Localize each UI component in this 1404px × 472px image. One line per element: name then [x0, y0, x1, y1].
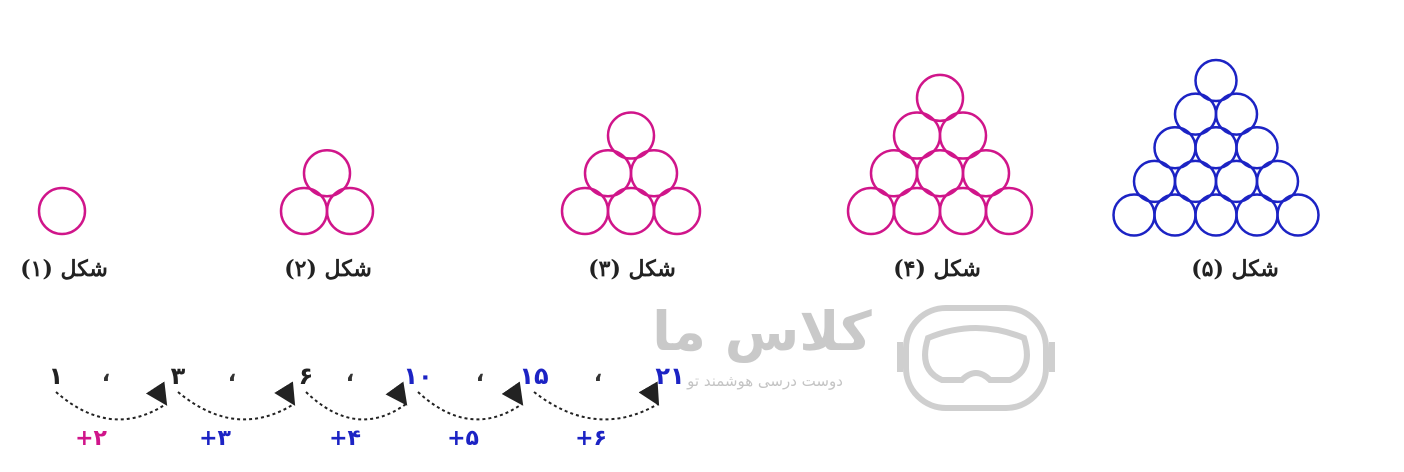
step-arrow: [533, 381, 660, 421]
figure-2-caption: شکل (۲): [284, 256, 372, 282]
sequence-term-6: ۲۱: [655, 362, 685, 390]
increment-label-4: +۵: [447, 426, 479, 451]
increment-label-3: +۴: [329, 426, 361, 451]
figure-4: [846, 73, 1034, 236]
sequence-term-4: ۱۰: [403, 362, 433, 390]
sequence-separator: ،: [345, 362, 355, 387]
circle: [606, 111, 656, 160]
circle: [37, 186, 87, 236]
step-arrow: [305, 381, 408, 421]
circle: [302, 149, 352, 198]
circle: [1235, 126, 1279, 170]
circle: [1194, 58, 1238, 103]
circle: [652, 186, 702, 236]
watermark-title: کلاس ما: [652, 300, 872, 363]
figure-1: [37, 186, 87, 236]
sequence-term-2: ۳: [170, 362, 186, 390]
sequence-separator: ،: [227, 362, 237, 387]
figure-5: [1112, 58, 1320, 237]
triangular-figures: [37, 58, 1320, 237]
circle: [984, 186, 1034, 236]
circle: [961, 149, 1011, 198]
sequence-separator: ،: [101, 362, 111, 387]
increment-label-5: +۶: [575, 426, 607, 451]
figure-5-caption: شکل (۵): [1191, 256, 1279, 282]
figure-3: [560, 111, 702, 236]
increment-label-2: +۳: [199, 426, 231, 451]
sequence-term-1: ۱: [48, 362, 64, 390]
step-arrow: [177, 381, 296, 421]
sequence-separator: ،: [475, 362, 485, 387]
sequence-arrows: [55, 381, 660, 421]
circle: [325, 186, 375, 236]
circle: [915, 73, 965, 123]
figure-1-caption: شکل (۱): [20, 256, 108, 282]
figure-2: [279, 149, 375, 236]
figure-4-caption: شکل (۴): [893, 256, 981, 282]
vr-headset-icon: [897, 305, 1055, 411]
circle: [1214, 92, 1259, 136]
circle: [938, 111, 988, 160]
sequence-separator: ،: [593, 362, 603, 387]
step-arrow: [417, 381, 524, 421]
circle: [1255, 159, 1300, 204]
step-arrow: [55, 381, 168, 421]
circle: [1276, 193, 1320, 237]
sequence-term-3: ۶: [298, 362, 314, 390]
figure-3-caption: شکل (۳): [588, 256, 676, 282]
watermark-subtitle: دوست درسی هوشمند تو: [687, 372, 843, 390]
circle: [629, 149, 679, 198]
sequence-term-5: ۱۵: [519, 362, 549, 390]
increment-label-1: +۲: [75, 426, 107, 451]
